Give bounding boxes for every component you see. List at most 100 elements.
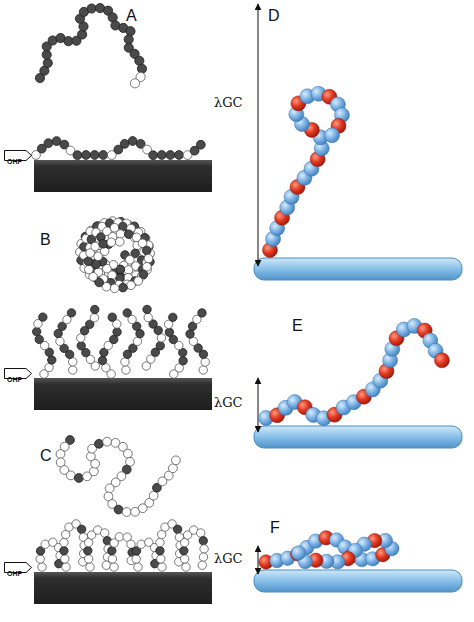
loop-chain	[156, 520, 185, 571]
monomer-bead	[186, 330, 194, 338]
monomer-bead	[182, 563, 190, 571]
monomer-bead	[144, 313, 152, 321]
monomer-bead	[107, 238, 116, 247]
panel-letter: A	[126, 8, 137, 24]
monomer-bead	[180, 547, 188, 555]
monomer-bead	[90, 151, 99, 160]
monomer-bead	[171, 456, 180, 465]
monomer-bead	[180, 538, 188, 546]
monomer-bead	[115, 238, 124, 247]
surface-tag: OHP	[4, 150, 32, 161]
monomer-bead	[143, 246, 152, 255]
monomer-bead	[169, 313, 177, 321]
panel-letter: D	[268, 8, 280, 24]
monomer-bead	[77, 525, 85, 533]
substrate	[34, 572, 212, 604]
substrate	[34, 160, 212, 192]
monomer-bead	[114, 505, 123, 514]
monomer-bead	[86, 563, 94, 571]
polymer-chains	[32, 3, 450, 571]
monomer-bead	[78, 30, 87, 39]
tag-text: OHP	[4, 374, 31, 385]
brush-strand	[186, 309, 210, 374]
monomer-bead	[91, 305, 99, 313]
monomer-bead	[198, 561, 206, 569]
monomer-bead	[166, 151, 175, 160]
monomer-bead	[67, 309, 75, 317]
monomer-bead	[196, 140, 205, 149]
monomer-bead	[120, 139, 129, 148]
grafted-chain	[259, 531, 399, 570]
monomer-bead	[137, 64, 146, 73]
monomer-bead	[130, 79, 139, 88]
surface-tag: OHP	[4, 562, 32, 573]
monomer-bead	[41, 540, 49, 548]
grafted-chain	[259, 318, 450, 425]
thickness-label: λGC	[214, 96, 243, 109]
monomer-bead	[158, 563, 166, 571]
monomer-bead	[69, 366, 77, 374]
monomer-bead	[36, 555, 44, 563]
thickness-arrow	[258, 378, 259, 432]
monomer-bead	[128, 137, 137, 146]
monomer-bead	[110, 563, 118, 571]
monomer-bead	[84, 538, 92, 546]
monomer-bead	[126, 27, 135, 36]
monomer-bead	[149, 151, 158, 160]
coiled-chain	[76, 217, 155, 293]
monomer-bead	[73, 151, 82, 160]
monomer-bead	[180, 555, 188, 563]
monomer-bead	[175, 151, 184, 160]
monomer-bead	[132, 555, 140, 563]
monomer-bead	[169, 464, 178, 473]
brush-strand	[98, 313, 121, 378]
monomer-bead	[137, 540, 145, 548]
panel-letter: F	[270, 520, 280, 536]
substrate	[34, 378, 212, 410]
monomer-bead	[199, 537, 207, 545]
monomer-bead	[325, 128, 340, 143]
monomer-bead	[32, 327, 40, 335]
thickness-label: λGC	[214, 396, 243, 409]
monomer-bead	[122, 366, 130, 374]
monomer-bead	[173, 525, 181, 533]
monomer-bead	[61, 555, 69, 563]
brush-strand	[77, 305, 100, 370]
monomer-bead	[127, 281, 136, 290]
monomer-bead	[124, 266, 133, 275]
monomer-bead	[143, 305, 151, 313]
monomer-bead	[118, 222, 127, 231]
monomer-bead	[134, 563, 142, 571]
monomer-bead	[84, 555, 92, 563]
monomer-bead	[35, 335, 43, 343]
monomer-bead	[82, 151, 91, 160]
surface-slab	[254, 570, 462, 592]
free-chain	[35, 3, 146, 87]
monomer-bead	[156, 538, 164, 546]
brush-strand	[164, 313, 187, 378]
adsorbed-chain	[32, 137, 206, 160]
monomer-bead	[156, 547, 164, 555]
free-chain	[56, 436, 180, 517]
monomer-bead	[43, 58, 52, 67]
monomer-bead	[434, 353, 449, 368]
tag-text: OHP	[4, 568, 31, 579]
monomer-bead	[116, 230, 125, 239]
monomer-bead	[38, 563, 46, 571]
monomer-bead	[108, 547, 116, 555]
monomer-bead	[198, 309, 206, 317]
monomer-bead	[85, 265, 94, 274]
monomer-bead	[99, 239, 108, 248]
monomer-bead	[62, 563, 70, 571]
monomer-bead	[291, 546, 305, 560]
thickness-arrow	[258, 546, 259, 574]
panel-letter: C	[40, 448, 52, 464]
monomer-bead	[115, 533, 123, 541]
grafted-chain	[263, 86, 350, 257]
monomer-bead	[144, 254, 153, 263]
loop-chain	[108, 533, 137, 572]
monomer-bead	[91, 242, 100, 251]
monomer-bead	[39, 313, 47, 321]
